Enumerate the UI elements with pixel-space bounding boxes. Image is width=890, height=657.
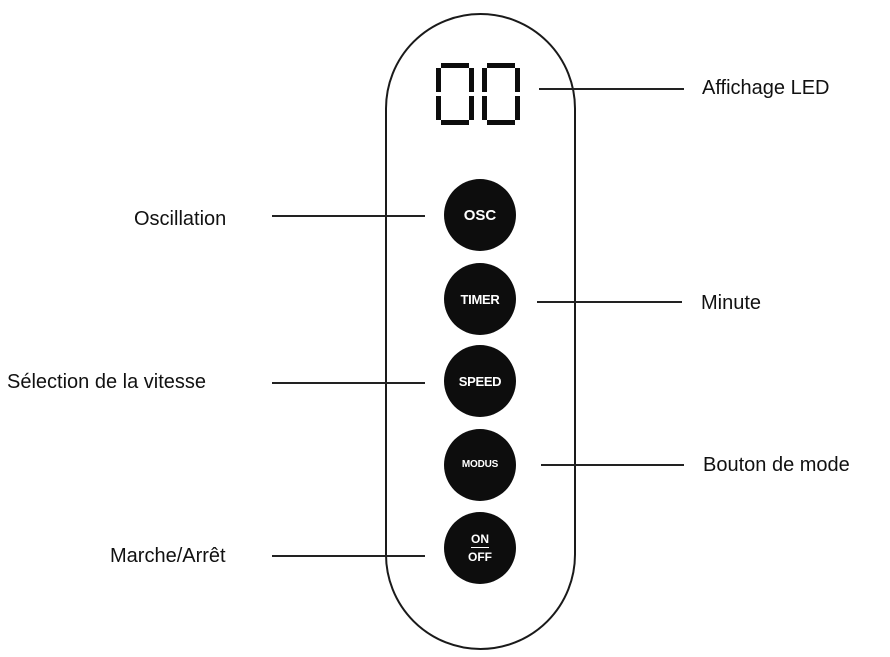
osc-button-label: OSC [463,206,497,224]
mode-label: Bouton de mode [703,454,850,476]
led-leader-line [539,88,684,90]
speed-leader-line [272,382,425,384]
timer-button[interactable]: TIMER [444,263,516,335]
mode-button[interactable]: MODUS [444,429,516,501]
oscillation-leader-line [272,215,425,217]
led-display [436,63,520,125]
timer-button-label: TIMER [460,291,500,307]
speed-label: Sélection de la vitesse [7,371,207,393]
power-label: Marche/Arrêt [110,545,226,567]
power-button[interactable]: ON OFF [444,512,516,584]
speed-button[interactable]: SPEED [444,345,516,417]
remote-control-body [385,13,576,650]
timer-label: Minute [701,292,762,314]
power-button-off-label: OFF [468,550,492,564]
mode-button-label: MODUS [461,459,499,470]
led-digit-1 [436,63,474,125]
led-digit-2 [482,63,520,125]
power-leader-line [272,555,425,557]
power-button-on-label: ON [471,532,489,548]
mode-leader-line [541,464,684,466]
speed-button-label: SPEED [458,373,502,389]
led-display-label: Affichage LED [702,77,830,99]
oscillation-label: Oscillation [134,208,227,230]
osc-button[interactable]: OSC [444,179,516,251]
timer-leader-line [537,301,682,303]
